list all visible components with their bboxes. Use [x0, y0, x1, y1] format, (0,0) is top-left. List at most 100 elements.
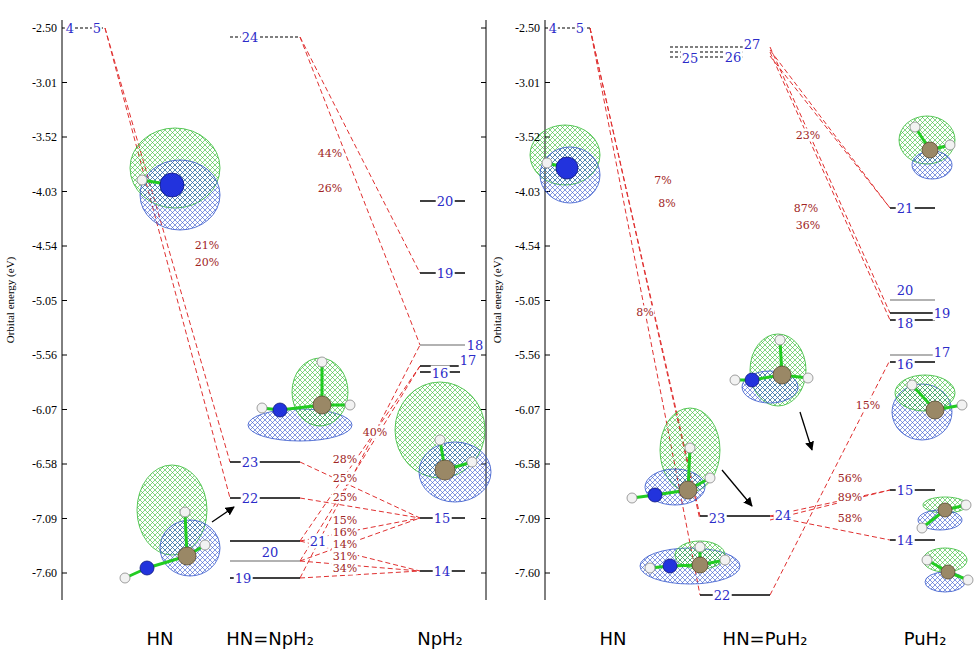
correlation-line [300, 498, 420, 518]
orbital-number: 20 [896, 283, 915, 298]
tick-mark [481, 191, 486, 192]
orbital-number: 16 [896, 357, 915, 372]
correlation-line [105, 28, 890, 595]
tick-label: -6.07 [31, 402, 58, 417]
axis-line [486, 20, 487, 600]
tick-label: -5.05 [514, 293, 541, 308]
nitrogen-atom [745, 373, 759, 387]
tick-mark [481, 28, 486, 29]
orbital-number: 22 [241, 491, 260, 506]
tick-label: -4.54 [31, 239, 58, 254]
orbital-number: 18 [896, 316, 915, 331]
pointer-arrow [212, 412, 812, 522]
hydrogen-atom [685, 443, 695, 453]
correlation-line [590, 28, 700, 595]
hydrogen-atom [957, 400, 967, 410]
tick-mark [481, 518, 486, 519]
hydrogen-atom [542, 158, 552, 168]
tick-mark [481, 246, 486, 247]
hydrogen-atom [317, 357, 327, 367]
hydrogen-atom [120, 122, 973, 585]
orbital-number: 17 [459, 353, 478, 368]
energy-level [230, 540, 300, 541]
contribution-percent: 40% [362, 426, 388, 439]
axis-line [62, 20, 545, 600]
tick-label: -3.52 [514, 130, 541, 145]
correlation-line [770, 52, 890, 320]
correlation-line [300, 37, 420, 345]
orbital-isosurface [160, 520, 220, 576]
axis-title: Orbital energy (eV) [4, 256, 16, 345]
tick-label: -7.60 [31, 566, 58, 581]
hydrogen-atom [257, 403, 267, 413]
species-name: HN=NpH₂ [225, 628, 315, 649]
orbital-isosurface [645, 469, 705, 505]
nitrogen-atom [273, 403, 287, 417]
tick-mark [545, 464, 550, 465]
hydrogen-atom [922, 555, 932, 565]
tick-label: -2.50 [31, 21, 58, 36]
actinide-atom [941, 565, 955, 579]
tick-label: -4.54 [514, 239, 541, 254]
orbital-number: 20 [261, 545, 280, 560]
correlation-line [300, 571, 420, 578]
tick-mark [481, 300, 486, 301]
orbital-isosurface [130, 116, 967, 592]
orbital-number: 20 [436, 194, 455, 209]
orbital-number: 5 [575, 21, 585, 36]
actinide-atom [692, 557, 708, 573]
orbital-isosurface [895, 375, 955, 411]
axis-line [62, 20, 63, 600]
hydrogen-atom [963, 575, 973, 585]
tick-mark [481, 355, 486, 356]
nitrogen-atom [140, 157, 759, 575]
hydrogen-atom [803, 373, 813, 383]
tick-mark [481, 573, 486, 574]
energy-level [890, 354, 935, 355]
hydrogen-atom [961, 500, 971, 510]
contribution-percent: 20% [194, 256, 220, 269]
contribution-percent: 15% [855, 399, 881, 412]
tick-label: -7.60 [514, 566, 541, 581]
energy-level [230, 560, 300, 561]
species-name: HN [146, 628, 175, 649]
energy-level [670, 46, 745, 47]
energy-level [420, 344, 465, 345]
correlation-line [300, 518, 420, 561]
correlation-line [770, 47, 890, 313]
correlation-line [770, 50, 890, 208]
tick-label: -4.03 [31, 184, 58, 199]
correlation-line [300, 462, 420, 518]
hydrogen-atom [917, 523, 927, 533]
energy-level [65, 28, 935, 595]
tick-label: -4.03 [514, 184, 541, 199]
tick-mark [481, 137, 486, 138]
orbital-number: 19 [933, 306, 952, 321]
contribution-percent: 28% [332, 453, 358, 466]
orbital-number: 15 [896, 483, 915, 498]
orbital-number: 5 [92, 21, 102, 36]
actinide-atom [773, 366, 791, 384]
contribution-percent: 56% [837, 472, 863, 485]
orbital-number: 27 [743, 37, 762, 52]
orbital-number: 4 [65, 21, 75, 36]
species-name: HN [599, 628, 628, 649]
tick-mark [545, 409, 550, 410]
tick-mark [62, 355, 67, 356]
tick-label: -7.09 [31, 511, 58, 526]
correlation-line [105, 28, 230, 498]
axis-line [545, 20, 546, 600]
orbital-number: 23 [241, 455, 260, 470]
tick-mark [545, 82, 550, 83]
contribution-percent: 8% [657, 197, 676, 210]
tick-mark [545, 246, 550, 247]
actinide-atom [938, 503, 952, 517]
contribution-percent: 25% [332, 472, 358, 485]
energy-level [890, 299, 935, 300]
contribution-percent: 21% [194, 239, 220, 252]
tick-mark [545, 573, 550, 574]
tick-mark [545, 355, 550, 356]
nitrogen-atom [556, 157, 578, 179]
tick-mark [62, 518, 67, 519]
hydrogen-atom [120, 573, 130, 583]
